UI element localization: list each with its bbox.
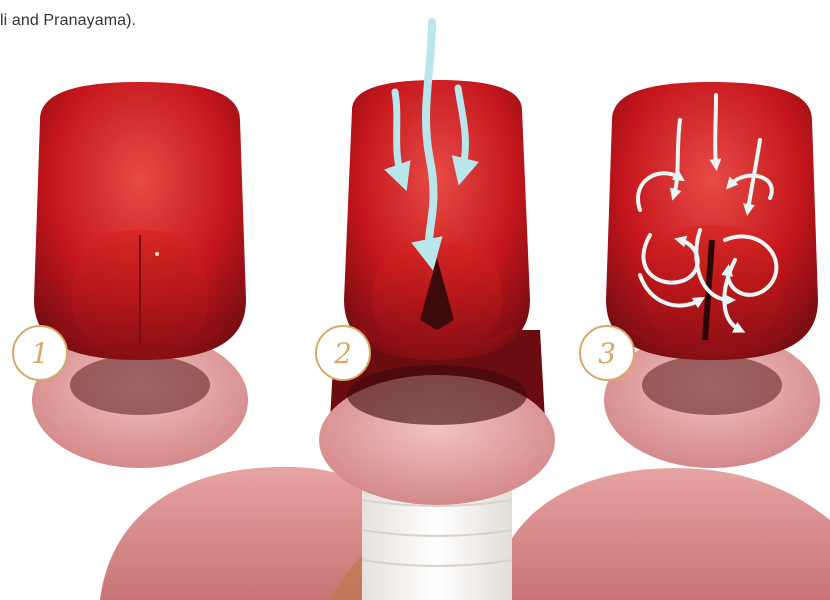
step-badge-1: 1	[13, 326, 67, 380]
larynx-panel-2	[319, 22, 555, 505]
svg-text:1: 1	[31, 337, 49, 370]
svg-text:2: 2	[333, 337, 352, 370]
larynx-panel-3	[604, 82, 820, 468]
step-badge-2: 2	[316, 326, 370, 380]
larynx-panel-1	[32, 82, 248, 468]
svg-text:3: 3	[598, 337, 616, 370]
step-badge-3: 3	[580, 326, 634, 380]
